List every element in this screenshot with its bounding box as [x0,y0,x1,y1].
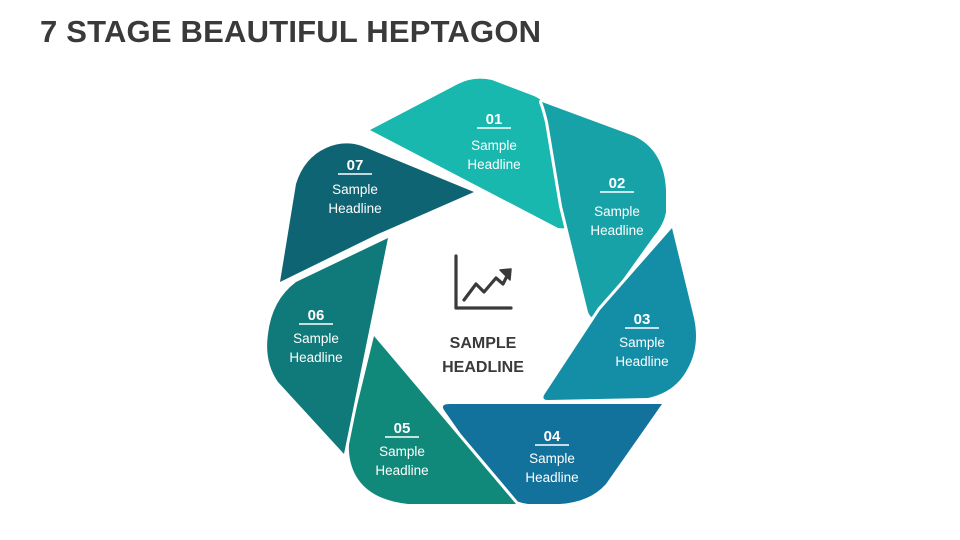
segment-01-number: 01 [486,111,503,128]
center-headline-line2: HEADLINE [442,359,524,376]
segment-02-line2: Headline [590,223,643,238]
segment-05-number: 05 [394,420,411,437]
segment-06-line1: Sample [293,331,339,346]
segment-07-shape [277,140,477,285]
segment-06-shape [264,235,391,457]
chart-growth-icon [454,254,513,310]
segment-03-line2: Headline [615,354,668,369]
segment-07-line2: Headline [328,201,381,216]
segment-07[interactable]: 07 Sample Headline [277,140,477,285]
segment-07-number: 07 [347,157,364,174]
segment-03-line1: Sample [619,335,665,350]
segment-05-line1: Sample [379,444,425,459]
segment-01-line2: Headline [467,157,520,172]
segment-02-shape [539,99,669,321]
segment-02[interactable]: 02 Sample Headline [539,99,669,321]
segment-06-line2: Headline [289,350,342,365]
segment-07-line1: Sample [332,182,378,197]
page-title: 7 STAGE BEAUTIFUL HEPTAGON [40,14,542,49]
segment-02-number: 02 [609,175,626,192]
segment-04-line2: Headline [525,470,578,485]
segment-02-line1: Sample [594,204,640,219]
segment-05-shape [345,333,519,507]
segment-05[interactable]: 05 Sample Headline [345,333,519,507]
segment-04-number: 04 [544,428,561,445]
segment-03[interactable]: 03 Sample Headline [540,225,699,403]
center-headline-line1: SAMPLE [450,335,517,352]
segment-03-number: 03 [634,311,651,328]
segment-06[interactable]: 06 Sample Headline [264,235,391,457]
segment-05-line2: Headline [375,463,428,478]
segment-03-shape [540,225,699,403]
segment-04-line1: Sample [529,451,575,466]
segment-06-number: 06 [308,307,325,324]
segment-01-line1: Sample [471,138,517,153]
